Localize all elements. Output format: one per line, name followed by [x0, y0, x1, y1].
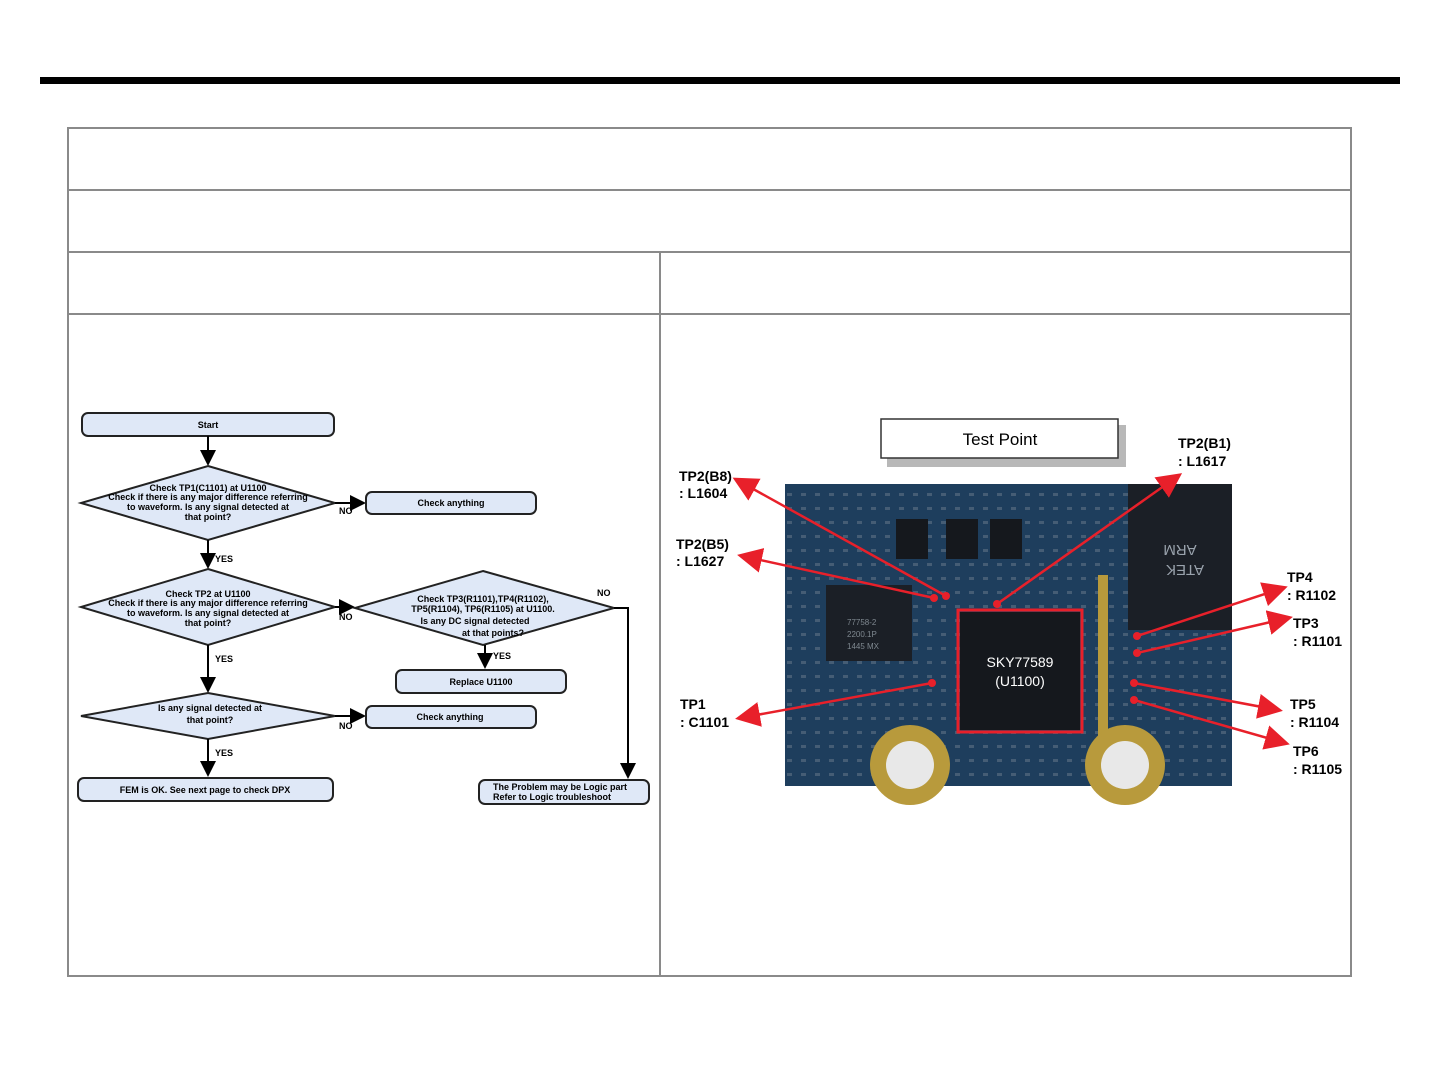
no-label-3: NO — [597, 588, 611, 598]
decision-tp2-line3: to waveform. Is any signal detected at — [127, 608, 289, 618]
chip-mark-2: 2200.1P — [847, 630, 877, 639]
chip-mark-1: 77758-2 — [847, 618, 877, 627]
decision-dc-line3: Is any DC signal detected — [420, 616, 529, 626]
replace-label: Replace U1100 — [449, 677, 512, 687]
yes-label-4: YES — [215, 748, 233, 758]
tp2-b8-ref: : L1604 — [679, 485, 727, 501]
logic-line2: Refer to Logic troubleshoot — [493, 792, 611, 802]
decision-signal-line2: that point? — [187, 715, 234, 725]
decision-tp1-line3: to waveform. Is any signal detected at — [127, 502, 289, 512]
no-label-2: NO — [339, 612, 353, 622]
logic-box — [478, 779, 650, 805]
chip-mark-atek: ATEK — [1166, 561, 1204, 578]
decision-tp2-line1: Check TP2 at U1100 — [165, 589, 250, 599]
tp2-b8-name: TP2(B8) — [679, 468, 732, 484]
content-frame — [67, 127, 1352, 977]
chip-mark-arm: ARM — [1163, 541, 1196, 558]
decision-tp2-line2: Check if there is any major difference r… — [108, 598, 308, 608]
yes-label-3: YES — [493, 651, 511, 661]
yes-label-1: YES — [215, 554, 233, 564]
tp4-name: TP4 — [1287, 569, 1313, 585]
decision-dc-line1: Check TP3(R1101),TP4(R1102), — [417, 594, 549, 604]
tp2-b5-name: TP2(B5) — [676, 536, 729, 552]
tp1-name: TP1 — [680, 696, 706, 712]
decision-tp1-line2: Check if there is any major difference r… — [108, 492, 308, 502]
check-anything-box-2 — [365, 705, 537, 729]
row-divider-3 — [67, 313, 1352, 315]
decision-dc-line2: TP5(R1104), TP6(R1105) at U1100. — [411, 604, 555, 614]
header-rule — [40, 77, 1400, 84]
tp6-name: TP6 — [1293, 743, 1319, 759]
row-divider-2 — [67, 251, 1352, 253]
check-anything-label-1: Check anything — [417, 498, 484, 508]
decision-dc-signal — [351, 569, 618, 647]
column-divider — [659, 251, 661, 977]
tp3-ref: : R1101 — [1293, 633, 1342, 649]
decision-tp1-line4: that point? — [185, 512, 232, 522]
tp2-b5-ref: : L1627 — [676, 553, 724, 569]
no-label-1: NO — [339, 506, 353, 516]
test-point-title-box — [880, 418, 1119, 459]
logic-line1: The Problem may be Logic part — [493, 782, 627, 792]
check-anything-box-1 — [365, 491, 537, 515]
pcb-photo: ARM ATEK 77758-2 2200.1P 1445 MX SKY7758… — [785, 484, 1232, 805]
row-divider-1 — [67, 189, 1352, 191]
fem-ok-label: FEM is OK. See next page to check DPX — [120, 785, 291, 795]
chip-mark-3: 1445 MX — [847, 642, 880, 651]
tp6-ref: : R1105 — [1293, 761, 1342, 777]
tp2-b1-ref: : L1617 — [1178, 453, 1226, 469]
yes-label-2: YES — [215, 654, 233, 664]
start-label: Start — [198, 420, 219, 430]
check-anything-label-2: Check anything — [416, 712, 483, 722]
tp1-ref: : C1101 — [680, 714, 729, 730]
no-label-4: NO — [339, 721, 353, 731]
tp5-ref: : R1104 — [1290, 714, 1339, 730]
replace-box — [395, 669, 567, 694]
chip-name: SKY77589 — [987, 654, 1054, 670]
decision-tp2-line4: that point? — [185, 618, 232, 628]
decision-dc-line4: at that points? — [462, 628, 524, 638]
tp5-name: TP5 — [1290, 696, 1316, 712]
tp2-b1-name: TP2(B1) — [1178, 435, 1231, 451]
decision-signal-line1: Is any signal detected at — [158, 703, 262, 713]
decision-tp1-line1: Check TP1(C1101) at U1100 — [149, 483, 266, 493]
sky77589-highlight — [956, 608, 1084, 734]
tp4-ref: : R1102 — [1287, 587, 1336, 603]
chip-ref: (U1100) — [995, 673, 1045, 689]
tp3-name: TP3 — [1293, 615, 1319, 631]
test-point-title: Test Point — [963, 430, 1038, 449]
fem-ok-box — [77, 777, 334, 802]
